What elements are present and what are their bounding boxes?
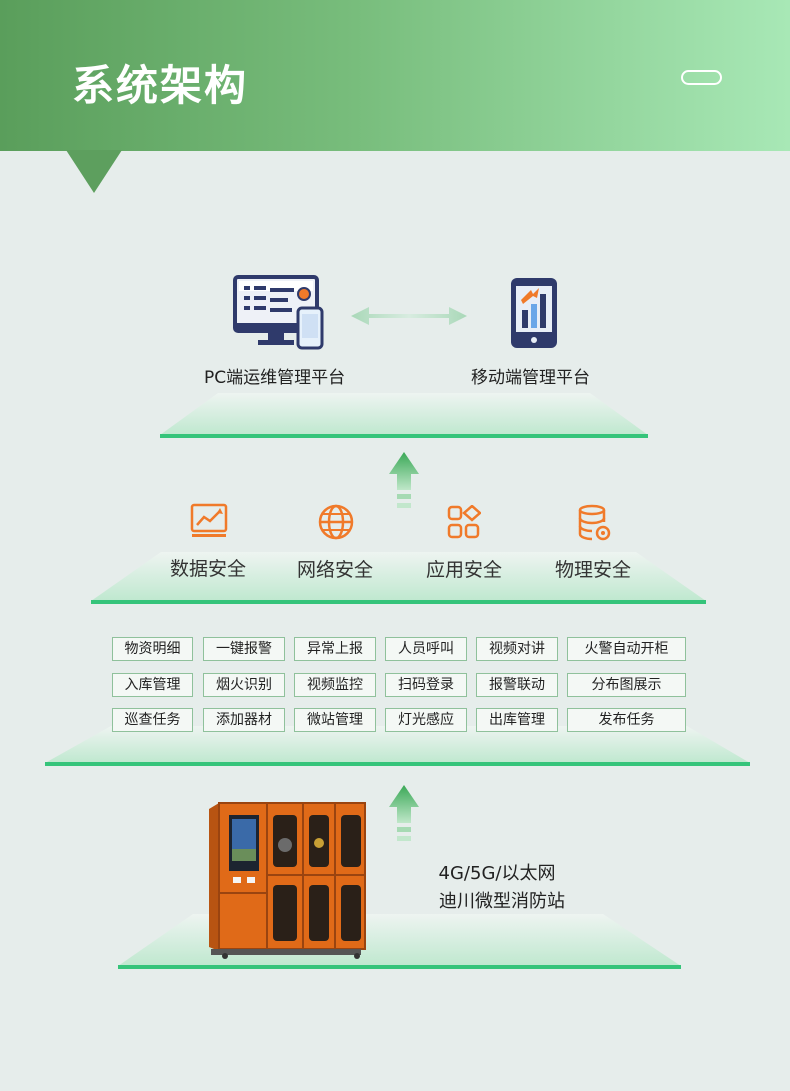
function-tag: 扫码登录	[385, 673, 467, 697]
apps-grid-icon	[447, 504, 482, 543]
function-tag: 一键报警	[203, 637, 285, 661]
page-title: 系统架构	[72, 61, 249, 110]
header-banner	[0, 0, 790, 151]
function-tag: 灯光感应	[385, 708, 467, 732]
function-tag: 火警自动开柜	[567, 637, 686, 661]
up-arrow-icon	[389, 452, 419, 520]
platform-functions	[45, 726, 750, 768]
platform-security	[91, 552, 706, 606]
security-label: 物理安全	[554, 559, 631, 581]
fire-station-cabinet-image	[207, 801, 367, 965]
globe-icon	[317, 503, 355, 545]
function-tag: 人员呼叫	[385, 637, 467, 661]
function-tag: 添加器材	[203, 708, 285, 732]
security-label: 网络安全	[296, 559, 373, 581]
platform-bottom	[118, 914, 681, 972]
pc-monitor-icon	[232, 274, 324, 354]
station-label: 迪川微型消防站	[439, 891, 565, 912]
function-tag: 烟火识别	[203, 673, 285, 697]
function-tag: 报警联动	[476, 673, 558, 697]
function-tag: 分布图展示	[567, 673, 686, 697]
function-tag: 物资明细	[112, 637, 193, 661]
database-gear-icon	[577, 504, 613, 546]
security-label: 数据安全	[169, 558, 246, 580]
function-tag: 视频监控	[294, 673, 376, 697]
platform-top	[160, 393, 648, 439]
function-tag: 异常上报	[294, 637, 376, 661]
function-tag: 微站管理	[294, 708, 376, 732]
function-tag: 发布任务	[567, 708, 686, 732]
pc-platform-label: PC端运维管理平台	[204, 368, 346, 388]
function-tag: 入库管理	[112, 673, 193, 697]
header-notch	[66, 150, 122, 193]
network-label: 4G/5G/以太网	[438, 863, 556, 884]
security-label: 应用安全	[425, 559, 502, 581]
function-tag: 巡查任务	[112, 708, 193, 732]
bidirectional-arrow-icon	[351, 307, 467, 329]
up-arrow-icon	[389, 785, 419, 853]
mobile-platform-label: 移动端管理平台	[471, 368, 590, 388]
mobile-phone-icon	[509, 276, 559, 354]
function-tag: 出库管理	[476, 708, 558, 732]
function-tag: 视频对讲	[476, 637, 558, 661]
decorative-pill	[681, 70, 722, 85]
data-chart-icon	[190, 503, 228, 543]
